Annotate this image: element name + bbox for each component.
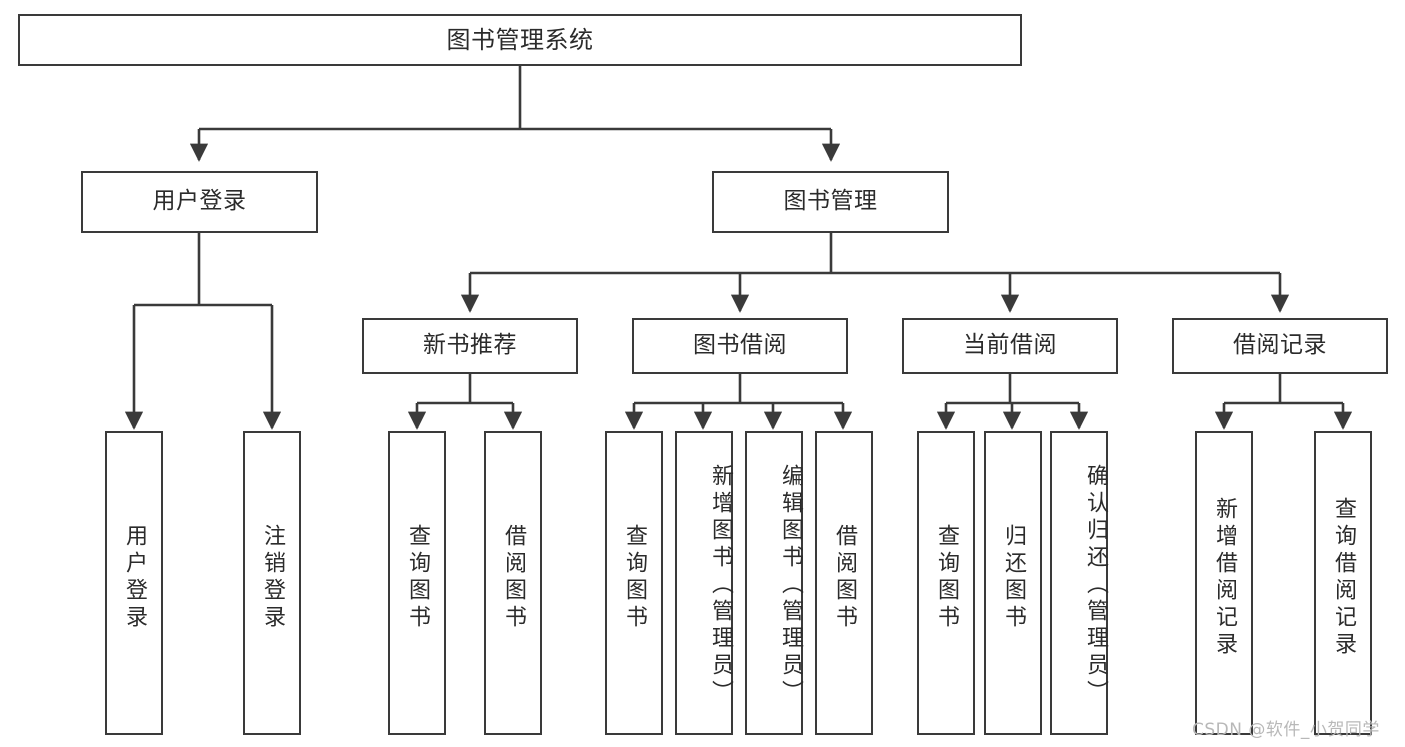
leaf-user-login-logout[interactable]: 注销登录	[243, 431, 301, 735]
node-label: 确认归还（管理员）	[1083, 463, 1108, 707]
node-label: 查询图书	[934, 524, 959, 632]
leaf-borrow-record-query-record[interactable]: 查询借阅记录	[1314, 431, 1372, 735]
node-label: 编辑图书（管理员）	[778, 463, 803, 707]
node-user-login[interactable]: 用户登录	[81, 171, 318, 233]
node-label: 新书推荐	[423, 332, 517, 359]
node-label: 当前借阅	[963, 332, 1057, 359]
node-label: 图书借阅	[693, 332, 787, 359]
node-label: 图书管理系统	[446, 25, 594, 54]
node-new-book-recommend[interactable]: 新书推荐	[362, 318, 578, 374]
leaf-borrow-record-add-record[interactable]: 新增借阅记录	[1195, 431, 1253, 735]
leaf-book-borrow-query-book[interactable]: 查询图书	[605, 431, 663, 735]
node-book-borrow[interactable]: 图书借阅	[632, 318, 848, 374]
leaf-current-borrow-confirm-return-admin[interactable]: 确认归还（管理员）	[1050, 431, 1108, 735]
node-label: 用户登录	[152, 188, 247, 215]
leaf-new-book-borrow-book[interactable]: 借阅图书	[484, 431, 542, 735]
leaf-new-book-query-book[interactable]: 查询图书	[388, 431, 446, 735]
node-borrow-record[interactable]: 借阅记录	[1172, 318, 1388, 374]
node-label: 借阅图书	[832, 524, 857, 632]
leaf-user-login-login[interactable]: 用户登录	[105, 431, 163, 735]
node-label: 借阅记录	[1233, 332, 1327, 359]
leaf-book-borrow-edit-book-admin[interactable]: 编辑图书（管理员）	[745, 431, 803, 735]
node-label: 图书管理	[783, 188, 878, 215]
leaf-current-borrow-return-book[interactable]: 归还图书	[984, 431, 1042, 735]
node-root-book-management-system[interactable]: 图书管理系统	[18, 14, 1022, 66]
leaf-book-borrow-borrow-book[interactable]: 借阅图书	[815, 431, 873, 735]
node-label: 归还图书	[1001, 524, 1026, 632]
node-label: 查询借阅记录	[1331, 497, 1356, 659]
node-label: 用户登录	[122, 524, 147, 632]
node-label: 注销登录	[260, 524, 285, 632]
node-label: 新增借阅记录	[1212, 497, 1237, 659]
node-current-borrow[interactable]: 当前借阅	[902, 318, 1118, 374]
node-label: 查询图书	[405, 524, 430, 632]
leaf-current-borrow-query-book[interactable]: 查询图书	[917, 431, 975, 735]
node-book-management[interactable]: 图书管理	[712, 171, 949, 233]
node-label: 查询图书	[622, 524, 647, 632]
node-label: 新增图书（管理员）	[708, 463, 733, 707]
node-label: 借阅图书	[501, 524, 526, 632]
leaf-book-borrow-add-book-admin[interactable]: 新增图书（管理员）	[675, 431, 733, 735]
csdn-watermark: CSDN @软件_小贺同学	[1192, 720, 1380, 740]
